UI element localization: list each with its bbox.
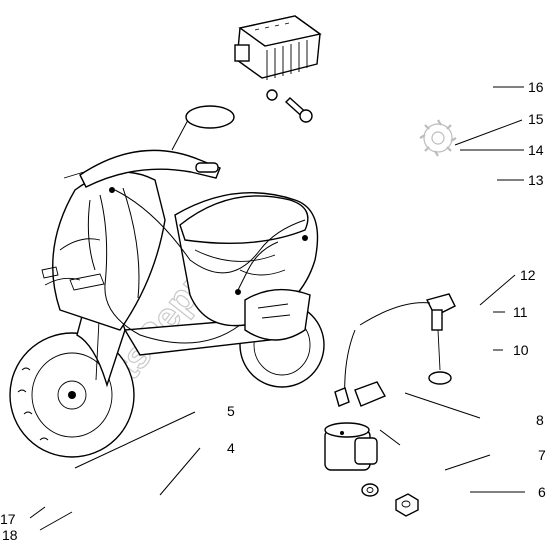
callout-leaders	[29, 86, 525, 531]
callout-4: 4	[227, 440, 235, 456]
voltage-regulator	[234, 15, 322, 123]
callout-10: 10	[513, 342, 529, 358]
callout-6: 6	[538, 484, 546, 500]
scooter-drawing	[9, 105, 325, 458]
callout-11: 11	[513, 304, 528, 320]
callout-16: 16	[528, 79, 544, 95]
callout-13: 13	[528, 172, 544, 188]
callout-12: 12	[520, 267, 536, 283]
callout-18: 18	[2, 527, 18, 543]
grommet	[428, 371, 452, 385]
ignition-coil	[324, 293, 456, 517]
callout-8: 8	[536, 412, 544, 428]
callout-7: 7	[538, 447, 546, 463]
seat	[179, 195, 309, 245]
callout-14: 14	[528, 142, 544, 158]
callout-5: 5	[227, 403, 235, 419]
mirror	[185, 105, 235, 129]
callout-17: 17	[0, 511, 16, 527]
wiring-harness	[87, 187, 308, 344]
callout-15: 15	[528, 111, 544, 127]
handlebar	[79, 149, 221, 188]
callout-labels: 16 15 14 13 12 11 10 8 7 6 5 4 17 18	[0, 79, 546, 543]
